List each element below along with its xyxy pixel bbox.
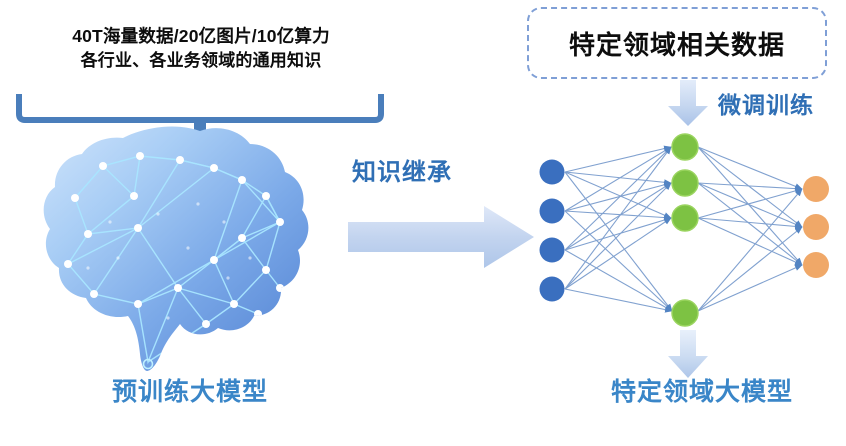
pretrain-caption-line1: 40T海量数据/20亿图片/10亿算力: [72, 26, 330, 46]
pretrain-caption-line2: 各行业、各业务领域的通用知识: [80, 51, 322, 71]
domain-model-label: 特定领域大模型: [610, 378, 793, 406]
knowledge-inherit-label: 知识继承: [352, 159, 452, 186]
hidden-layer-nodes: [671, 133, 699, 327]
output-layer-nodes: [803, 176, 829, 278]
finetune-label: 微调训练: [718, 92, 814, 118]
domain-data-label: 特定领域相关数据: [568, 29, 785, 60]
pretrain-model-label: 预训练大模型: [111, 378, 268, 406]
brain-network-icon: [43, 126, 309, 371]
right-arrow-icon: [348, 206, 534, 268]
pretrain-caption: 40T海量数据/20亿图片/10亿算力 各行业、各业务领域的通用知识: [16, 24, 386, 74]
down-arrow-icon: [668, 330, 708, 378]
domain-data-box: 特定领域相关数据: [527, 7, 827, 79]
neural-network-icon: [539, 133, 829, 327]
down-arrow-icon: [668, 80, 708, 126]
curly-bracket-icon: [16, 94, 384, 132]
input-layer-nodes: [539, 159, 565, 302]
